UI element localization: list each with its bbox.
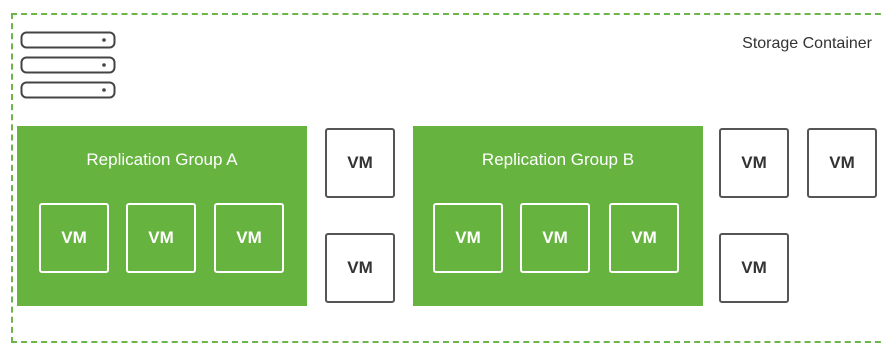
vm-box: VM bbox=[126, 203, 196, 273]
vm-box: VM bbox=[433, 203, 503, 273]
replication-group-a-label: Replication Group A bbox=[86, 150, 238, 169]
vm-box-standalone: VM bbox=[719, 128, 789, 198]
storage-container-label: Storage Container bbox=[742, 35, 872, 52]
vm-box: VM bbox=[520, 203, 590, 273]
replication-group-a: Replication Group A VM VM VM bbox=[17, 126, 307, 306]
vm-box-standalone: VM bbox=[325, 128, 395, 198]
vm-box-standalone: VM bbox=[325, 233, 395, 303]
vm-box-standalone: VM bbox=[807, 128, 877, 198]
vm-box: VM bbox=[214, 203, 284, 273]
vm-box-standalone: VM bbox=[719, 233, 789, 303]
replication-group-b-label: Replication Group B bbox=[481, 150, 635, 169]
vm-box: VM bbox=[39, 203, 109, 273]
storage-stack-icon bbox=[20, 31, 116, 106]
vm-box: VM bbox=[609, 203, 679, 273]
replication-group-b: Replication Group B VM VM VM bbox=[413, 126, 703, 306]
